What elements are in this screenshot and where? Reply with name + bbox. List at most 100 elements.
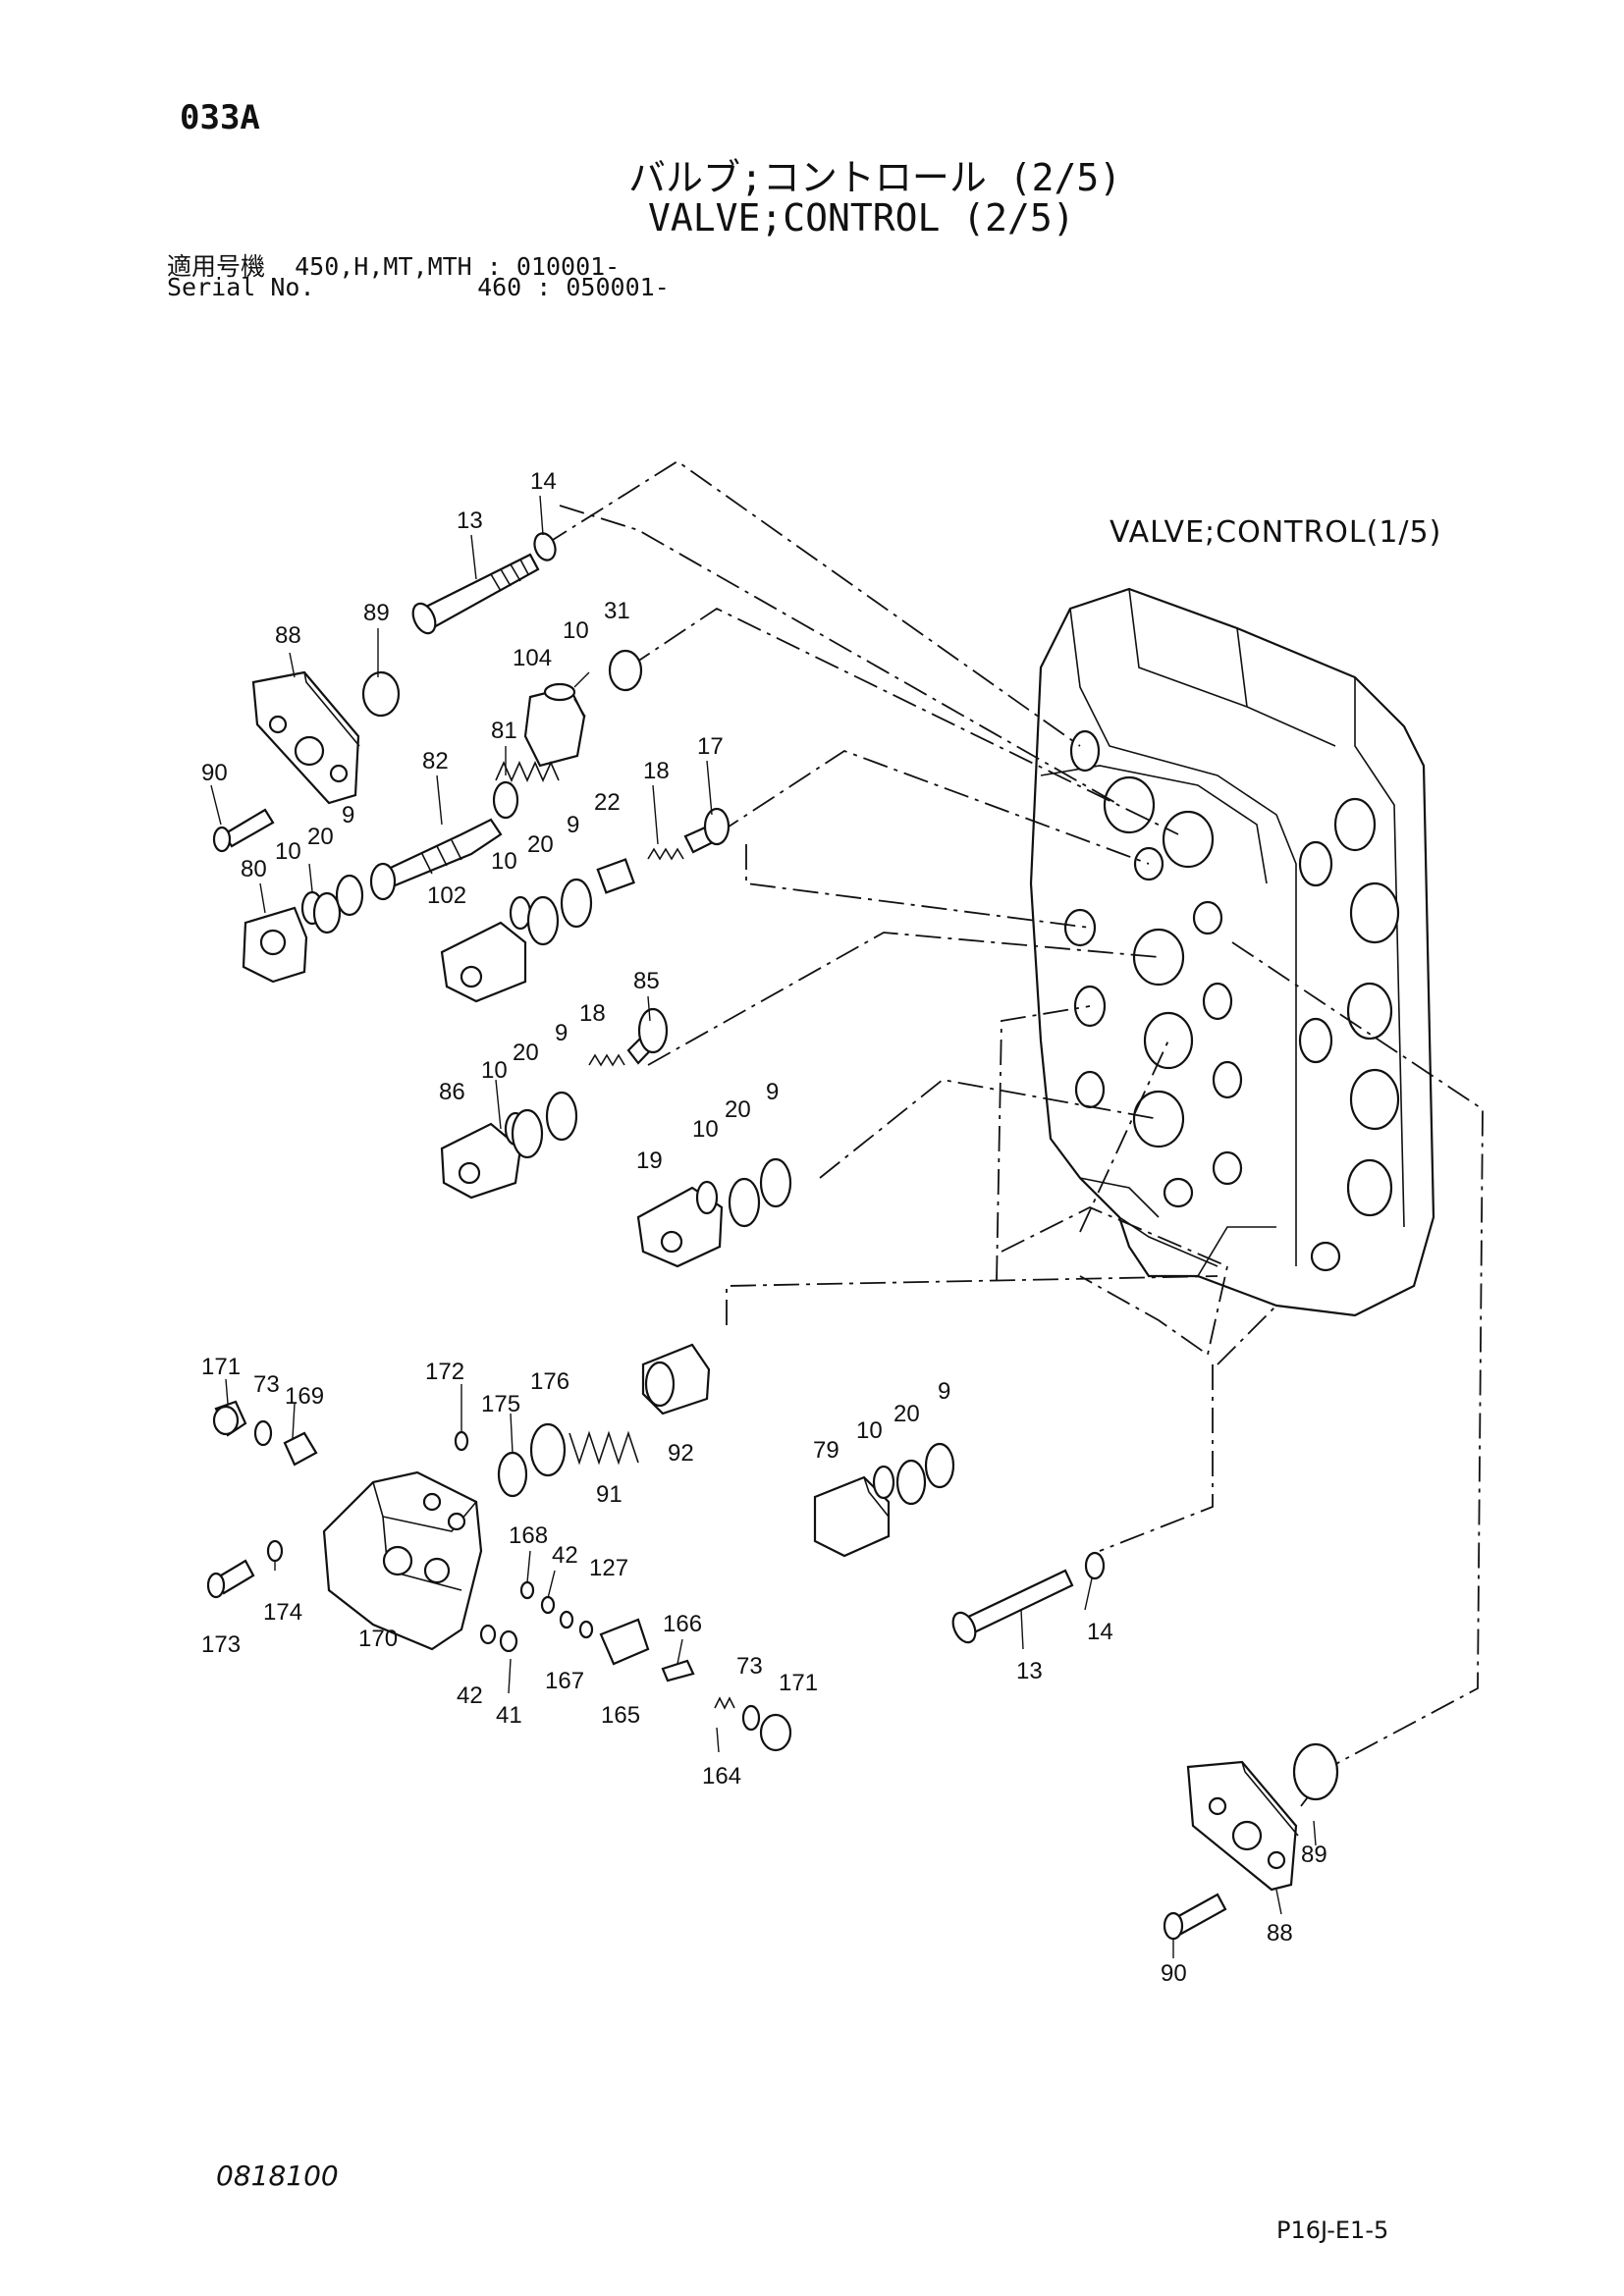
callout-9-102: 9: [567, 812, 579, 838]
callout-168: 168: [509, 1522, 548, 1549]
callout-102: 102: [427, 882, 466, 909]
plug-80: [242, 906, 308, 984]
callout-10-79: 10: [856, 1417, 883, 1444]
oring-9-a: [335, 874, 364, 917]
callout-174: 174: [263, 1599, 302, 1626]
bolt-13-bottom: [951, 1569, 1074, 1644]
callout-171-left: 171: [201, 1354, 241, 1380]
reference-label: VALVE;CONTROL(1/5): [1110, 515, 1441, 550]
callout-79: 79: [813, 1437, 839, 1464]
oring-127: [578, 1620, 594, 1639]
plug-104: [523, 682, 586, 768]
oring-10-e: [872, 1465, 895, 1500]
callout-13-bottom: 13: [1016, 1658, 1043, 1684]
oring-175: [497, 1451, 528, 1498]
poppet-85: [626, 1007, 669, 1065]
callout-17: 17: [697, 733, 724, 760]
callout-89-bottom: 89: [1301, 1842, 1327, 1868]
callout-175: 175: [481, 1391, 520, 1417]
bolt-90-bottom: [1163, 1893, 1227, 1941]
callout-90-bottom: 90: [1161, 1960, 1187, 1987]
callout-166: 166: [663, 1611, 702, 1637]
callout-14-bottom: 14: [1087, 1619, 1113, 1645]
callout-19: 19: [636, 1148, 663, 1174]
spring-18-top: [647, 847, 684, 861]
title-japanese: バルブ;コントロール (2/5): [628, 156, 1122, 199]
title-english: VALVE;CONTROL (2/5): [648, 196, 1075, 240]
callout-20-86: 20: [513, 1040, 539, 1066]
callout-9-80: 9: [342, 802, 354, 828]
oring-168: [519, 1580, 535, 1600]
bolt-173: [206, 1559, 255, 1599]
callout-73-right: 73: [736, 1653, 763, 1680]
callout-165: 165: [601, 1702, 640, 1729]
callout-42-upper: 42: [552, 1542, 578, 1569]
callout-18-top: 18: [643, 758, 670, 784]
spool-92: [641, 1343, 711, 1415]
oring-73-right: [741, 1704, 761, 1732]
oring-10-d: [695, 1180, 719, 1215]
callout-91: 91: [596, 1481, 623, 1508]
valve-body: [1029, 587, 1435, 1317]
callout-13-top: 13: [457, 507, 483, 534]
oring-9-e: [924, 1442, 955, 1489]
plate-88-top: [251, 670, 360, 805]
ring-20-d: [728, 1177, 761, 1228]
page-code: 033A: [180, 98, 260, 137]
callout-167: 167: [545, 1668, 584, 1694]
oring-42-upper: [540, 1595, 556, 1615]
callout-42-lower: 42: [457, 1682, 483, 1709]
washer-14-top: [533, 532, 557, 561]
bolt-90-top: [212, 808, 275, 853]
callout-104: 104: [513, 645, 552, 671]
callout-81: 81: [491, 718, 517, 744]
callout-73-left: 73: [253, 1371, 280, 1398]
callout-20-102: 20: [527, 831, 554, 858]
callout-31: 31: [604, 598, 630, 624]
callout-14-top: 14: [530, 468, 557, 495]
callout-82: 82: [422, 748, 449, 774]
callout-89-top: 89: [363, 600, 390, 626]
plate-88-bottom: [1186, 1760, 1299, 1892]
callout-86: 86: [439, 1079, 465, 1105]
leader-lines: [210, 495, 1317, 1958]
callout-20-80: 20: [307, 824, 334, 850]
oring-31: [608, 649, 643, 692]
callout-10-102: 10: [491, 848, 517, 875]
plunger-166: [661, 1659, 695, 1682]
callout-90-top: 90: [201, 760, 228, 786]
callout-9-19: 9: [766, 1079, 779, 1105]
callout-88-top: 88: [275, 622, 301, 649]
oring-176: [529, 1422, 567, 1477]
seal-callout-labels: 10 20 9 18 9 20 10 9 20 10 10 20 9: [275, 802, 950, 1444]
callout-176: 176: [530, 1368, 569, 1395]
sleeve-165: [599, 1618, 650, 1666]
ring-20-c: [511, 1108, 544, 1159]
spring-81: [492, 761, 560, 820]
spring-18-mid: [588, 1053, 625, 1067]
washer-174: [266, 1539, 284, 1563]
callout-173: 173: [201, 1631, 241, 1658]
oring-42-lower: [479, 1624, 497, 1645]
callout-9-79: 9: [938, 1378, 950, 1405]
oring-9-c: [545, 1091, 578, 1142]
callout-10-80: 10: [275, 838, 301, 865]
oring-167: [559, 1610, 574, 1629]
oring-10-b: [509, 895, 532, 931]
washer-14-bottom: [1084, 1551, 1106, 1580]
oring-172: [454, 1430, 469, 1452]
callout-127: 127: [589, 1555, 628, 1581]
block-170: [322, 1470, 483, 1651]
callout-164: 164: [702, 1763, 741, 1789]
ring-20-b: [526, 895, 560, 946]
callout-10-86: 10: [481, 1057, 508, 1084]
footer-right-code: P16J-E1-5: [1276, 2216, 1389, 2244]
reference-lines: [544, 459, 1484, 1807]
part-22: [596, 858, 635, 894]
callout-88-bottom: 88: [1267, 1920, 1293, 1947]
bolt-13-top: [411, 553, 540, 635]
plug-41: [499, 1629, 518, 1653]
spring-91: [568, 1430, 639, 1466]
spring-164: [714, 1696, 735, 1710]
